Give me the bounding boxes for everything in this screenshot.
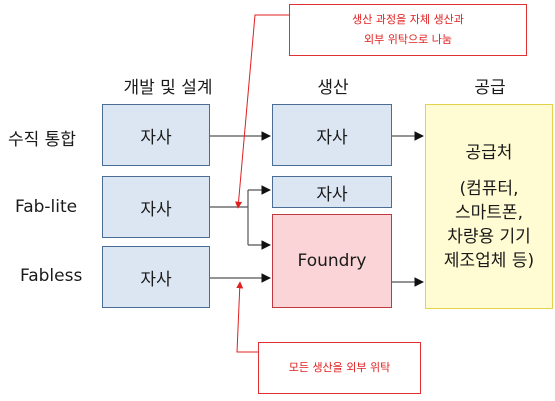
supplier-line-3: 차량용 기기: [447, 226, 531, 247]
note-top-line-1: 생산 과정을 자체 생산과: [352, 13, 464, 26]
supplier-line-2: 스마트폰,: [455, 202, 523, 223]
callout-top-pointer: [235, 14, 289, 209]
dev-box-vertical: 자사: [102, 104, 210, 166]
supplier-box: 공급처 (컴퓨터, 스마트폰, 차량용 기기 제조업체 등): [425, 104, 553, 309]
supplier-title: 공급처: [465, 142, 513, 163]
note-top-line-2: 외부 위탁으로 나눔: [364, 33, 452, 46]
supplier-line-4: 제조업체 등): [443, 250, 535, 271]
dev-box-fabless: 자사: [102, 246, 210, 308]
note-bottom: 모든 생산을 외부 위탁: [258, 342, 421, 394]
row-label-fabless: Fabless: [20, 266, 83, 286]
row-label-vertical: 수직 통합: [8, 130, 76, 150]
row-label-fablite: Fab-lite: [15, 197, 78, 217]
note-top: 생산 과정을 자체 생산과 외부 위탁으로 나눔: [289, 4, 527, 56]
header-supply: 공급: [474, 78, 506, 98]
dev-box-fablite: 자사: [102, 176, 210, 238]
supplier-line-1: (컴퓨터,: [459, 178, 519, 199]
header-prod: 생산: [317, 78, 349, 98]
foundry-box: Foundry: [272, 214, 392, 308]
prod-box-fablite: 자사: [272, 176, 392, 208]
prod-box-vertical: 자사: [272, 104, 392, 166]
callout-bottom-pointer: [236, 281, 258, 353]
header-dev: 개발 및 설계: [123, 78, 213, 98]
